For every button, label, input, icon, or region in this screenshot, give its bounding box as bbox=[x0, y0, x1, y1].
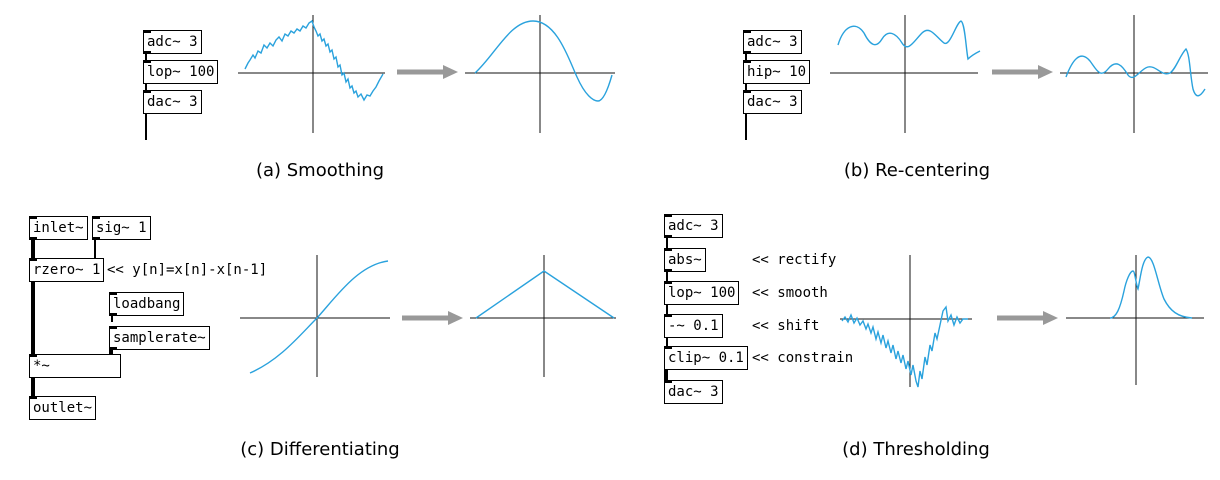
patch-cord bbox=[664, 358, 668, 384]
arrow-right-icon bbox=[992, 65, 1053, 79]
caption-recentering: (b) Re-centering bbox=[843, 160, 991, 181]
object-adc[interactable]: adc~ 3 bbox=[664, 214, 723, 238]
object-rzero[interactable]: rzero~ 1 bbox=[29, 258, 105, 282]
patch-cord bbox=[666, 224, 668, 394]
derivative-signal-line bbox=[475, 270, 615, 319]
object-inlet[interactable]: inlet~ bbox=[29, 216, 88, 240]
spiky-signal-line bbox=[841, 305, 968, 388]
thresholded-signal-line bbox=[1109, 256, 1193, 319]
object-clip[interactable]: clip~ 0.1 bbox=[664, 346, 748, 370]
patch-cord bbox=[94, 228, 96, 258]
noisy-signal-line bbox=[244, 19, 384, 102]
object-dac[interactable]: dac~ 3 bbox=[743, 90, 802, 114]
shift-comment: << shift bbox=[752, 318, 820, 334]
object-outlet[interactable]: outlet~ bbox=[29, 396, 97, 420]
object-adc[interactable]: adc~ 3 bbox=[743, 30, 802, 54]
caption-differentiating: (c) Differentiating bbox=[240, 439, 400, 460]
input-sigmoid-waveform-plot bbox=[240, 255, 390, 377]
object-sig[interactable]: sig~ 1 bbox=[92, 216, 151, 240]
recentered-signal-line bbox=[1065, 47, 1206, 97]
smoothed-signal-line bbox=[474, 20, 613, 102]
object-dac[interactable]: dac~ 3 bbox=[664, 380, 723, 404]
arrow-right-icon bbox=[402, 311, 463, 325]
output-recentered-waveform-plot bbox=[1060, 15, 1208, 133]
caption-smoothing: (a) Smoothing bbox=[255, 160, 385, 181]
arrow-right-icon bbox=[397, 65, 458, 79]
input-spiky-waveform-plot bbox=[840, 255, 972, 388]
patch-cord bbox=[31, 228, 35, 403]
object-abs[interactable]: abs~ bbox=[664, 248, 706, 272]
object-loadbang[interactable]: loadbang bbox=[109, 292, 185, 316]
rectify-comment: << rectify bbox=[752, 252, 837, 268]
output-derivative-waveform-plot bbox=[470, 255, 616, 377]
caption-thresholding: (d) Thresholding bbox=[842, 439, 990, 460]
output-thresholded-waveform-plot bbox=[1066, 255, 1204, 385]
input-noisy-waveform-plot bbox=[238, 15, 385, 133]
constrain-comment: << constrain bbox=[752, 350, 854, 366]
output-smoothed-waveform-plot bbox=[465, 15, 615, 133]
object-lop[interactable]: lop~ 100 bbox=[143, 60, 219, 84]
object-dac[interactable]: dac~ 3 bbox=[143, 90, 202, 114]
object-hip[interactable]: hip~ 10 bbox=[743, 60, 811, 84]
sigmoid-signal-line bbox=[249, 260, 389, 374]
smooth-comment: << smooth bbox=[752, 285, 828, 301]
object-adc[interactable]: adc~ 3 bbox=[143, 30, 202, 54]
input-offset-waveform-plot bbox=[830, 15, 981, 133]
object-subtract[interactable]: -~ 0.1 bbox=[664, 314, 723, 338]
rzero-formula-comment: << y[n]=x[n]-x[n-1] bbox=[107, 262, 268, 278]
object-multiply[interactable]: *~ bbox=[29, 354, 121, 378]
offset-signal-line bbox=[837, 20, 981, 61]
object-lop[interactable]: lop~ 100 bbox=[664, 281, 740, 305]
arrow-right-icon bbox=[997, 311, 1058, 325]
object-samplerate[interactable]: samplerate~ bbox=[109, 326, 210, 350]
